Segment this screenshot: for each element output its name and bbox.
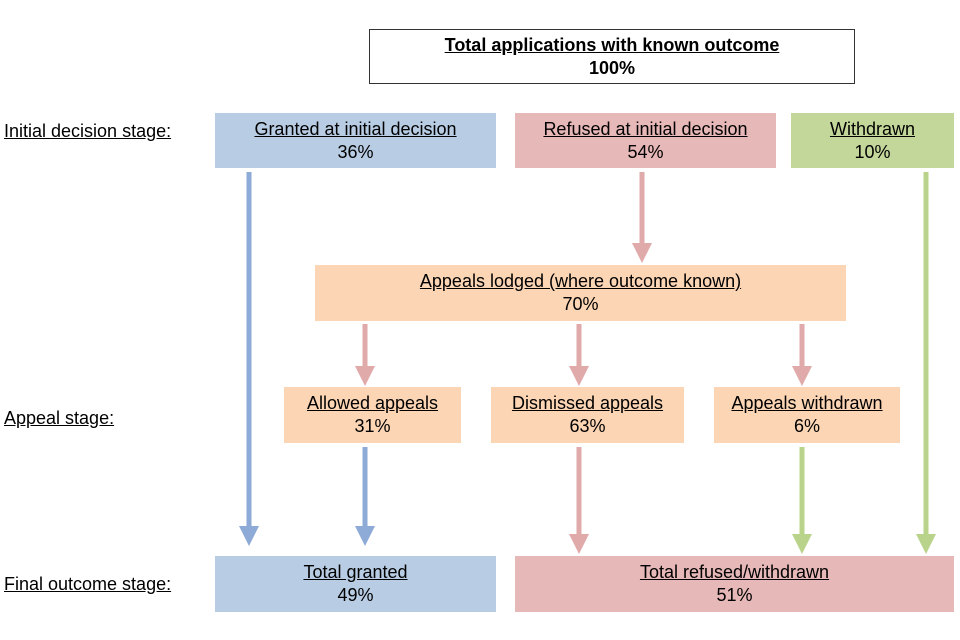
stage-label-initial: Initial decision stage: xyxy=(4,121,172,141)
allowed-appeals-pct: 31% xyxy=(354,416,391,436)
total-refused-title: Total refused/withdrawn xyxy=(639,562,830,582)
appeals-withdrawn-pct: 6% xyxy=(793,416,820,436)
withdrawn-box: Withdrawn 10% xyxy=(791,113,954,168)
refused-initial-pct: 54% xyxy=(627,141,664,162)
appeals-lodged-pct: 70% xyxy=(562,294,599,314)
dismissed-appeals-box: Dismissed appeals 63% xyxy=(491,387,684,443)
total-applications-pct: 100% xyxy=(588,57,636,78)
granted-initial-title: Granted at initial decision xyxy=(254,118,457,139)
dismissed-appeals-title: Dismissed appeals xyxy=(511,393,664,413)
stage-label-appeal: Appeal stage: xyxy=(4,408,115,428)
total-refused-box: Total refused/withdrawn 51% xyxy=(515,556,954,612)
withdrawn-pct: 10% xyxy=(854,141,891,162)
granted-initial-pct: 36% xyxy=(337,141,374,162)
total-granted-box: Total granted 49% xyxy=(215,556,496,612)
allowed-appeals-title: Allowed appeals xyxy=(306,393,439,413)
granted-initial-box: Granted at initial decision 36% xyxy=(215,113,496,168)
appeals-withdrawn-title: Appeals withdrawn xyxy=(731,393,883,413)
total-granted-pct: 49% xyxy=(337,585,374,605)
withdrawn-title: Withdrawn xyxy=(829,118,916,139)
refused-initial-title: Refused at initial decision xyxy=(543,118,748,139)
total-granted-title: Total granted xyxy=(303,562,408,582)
total-refused-pct: 51% xyxy=(716,585,753,605)
appeals-withdrawn-box: Appeals withdrawn 6% xyxy=(714,387,900,443)
appeals-lodged-title: Appeals lodged (where outcome known) xyxy=(419,271,742,291)
allowed-appeals-box: Allowed appeals 31% xyxy=(284,387,461,443)
total-applications-box: Total applications with known outcome 10… xyxy=(369,29,855,84)
stage-label-final: Final outcome stage: xyxy=(4,574,172,594)
refused-initial-box: Refused at initial decision 54% xyxy=(515,113,776,168)
dismissed-appeals-pct: 63% xyxy=(569,416,606,436)
appeals-lodged-box: Appeals lodged (where outcome known) 70% xyxy=(315,265,846,321)
total-applications-title: Total applications with known outcome xyxy=(444,34,780,55)
